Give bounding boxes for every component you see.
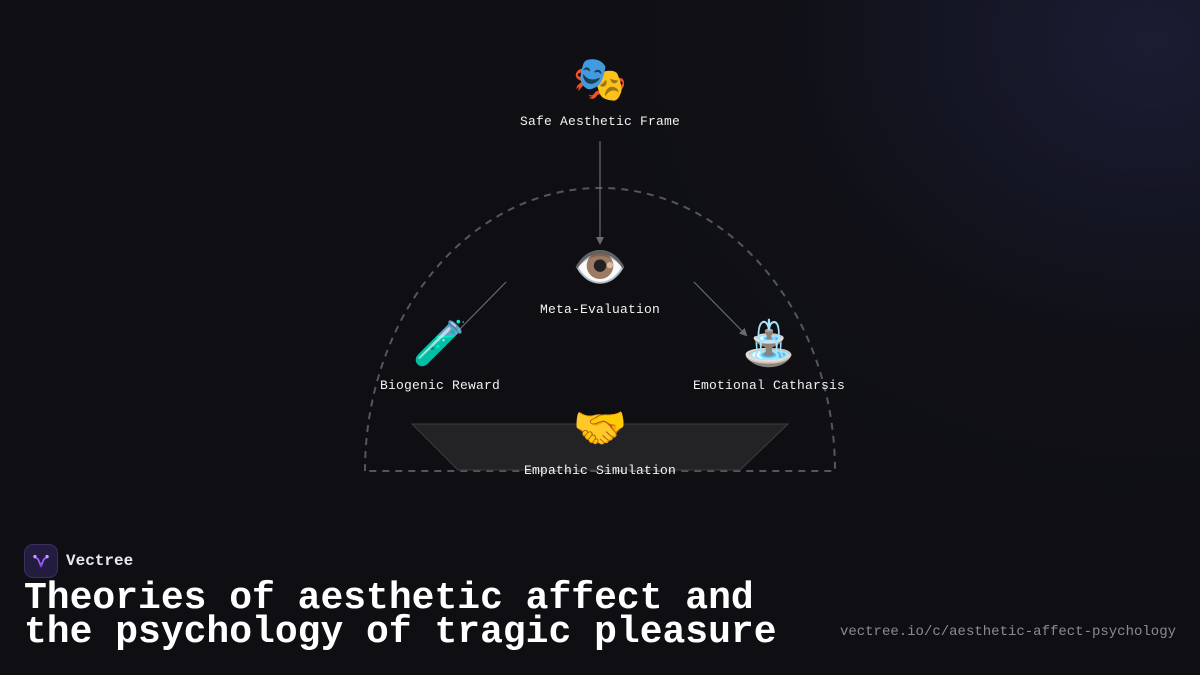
node-label: Biogenic Reward	[379, 378, 501, 393]
node-label: Meta-Evaluation	[539, 302, 661, 317]
brand-name: Vectree	[66, 552, 134, 570]
node-label: Empathic Simulation	[523, 463, 677, 478]
node-empathic-simulation: 🤝 Empathic Simulation	[524, 403, 676, 478]
node-safe-aesthetic-frame: 🎭 Safe Aesthetic Frame	[520, 54, 680, 129]
node-meta-evaluation: 👁️ Meta-Evaluation	[540, 242, 660, 317]
node-emotional-catharsis: ⛲ Emotional Catharsis	[693, 318, 845, 393]
edge-meta-evaluation-to-emotional-catharsis	[693, 281, 748, 337]
dashed-semicircle-frame	[364, 187, 837, 472]
base-trapezoid	[410, 423, 790, 471]
test-tube-icon: 🧪	[412, 318, 468, 369]
page-title: Theories of aesthetic affect and the psy…	[24, 577, 777, 654]
handshake-icon: 🤝	[572, 403, 628, 454]
node-biogenic-reward: 🧪 Biogenic Reward	[380, 318, 500, 393]
source-url[interactable]: vectree.io/c/aesthetic-affect-psychology	[839, 624, 1176, 640]
node-label: Emotional Catharsis	[692, 378, 846, 393]
edge-meta-evaluation-to-biogenic-reward	[455, 281, 507, 334]
vectree-logo-icon	[24, 544, 58, 578]
brand: Vectree	[24, 544, 133, 578]
performing-arts-masks-icon: 🎭	[572, 54, 628, 105]
node-label: Safe Aesthetic Frame	[519, 114, 681, 129]
eye-icon: 👁️	[572, 242, 628, 293]
fountain-icon: ⛲	[741, 318, 797, 369]
